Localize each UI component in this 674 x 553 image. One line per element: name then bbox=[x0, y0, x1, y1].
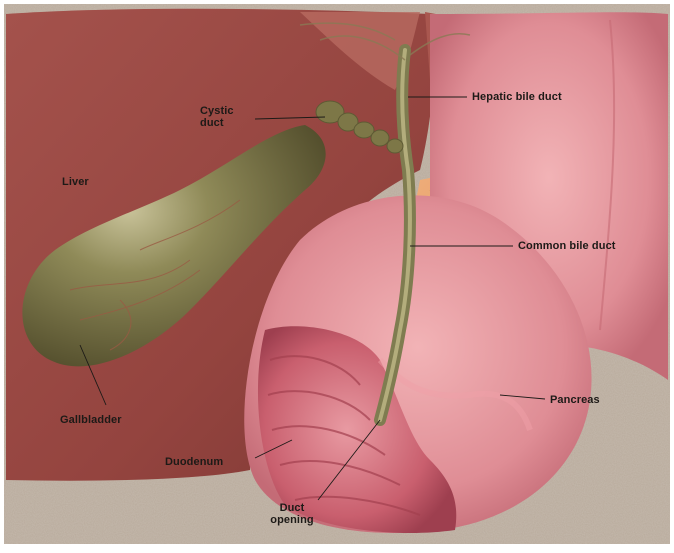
label-hepatic-bile-duct: Hepatic bile duct bbox=[472, 91, 562, 103]
label-cystic-duct: Cystic duct bbox=[200, 105, 246, 129]
label-pancreas: Pancreas bbox=[550, 394, 600, 406]
label-duodenum: Duodenum bbox=[165, 456, 223, 468]
label-common-bile-duct: Common bile duct bbox=[518, 240, 616, 252]
label-duct-opening: Duct opening bbox=[262, 502, 322, 526]
label-liver: Liver bbox=[62, 176, 89, 188]
label-gallbladder: Gallbladder bbox=[60, 414, 122, 426]
